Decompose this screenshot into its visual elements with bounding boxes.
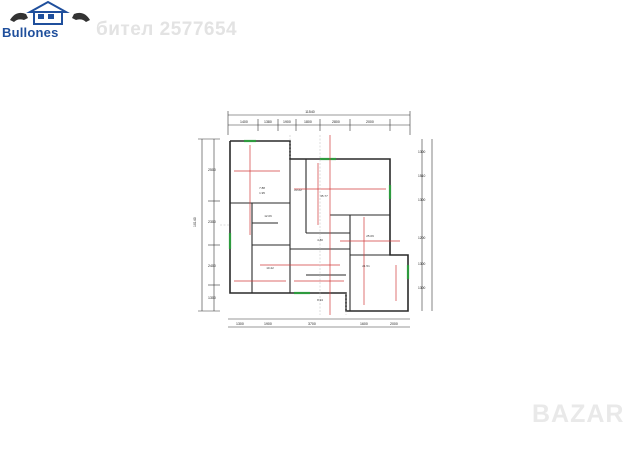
dim-right-4: 1200 [418,236,426,240]
walls-inner [230,159,390,311]
dim-top-2: 1380 [264,120,272,124]
dim-right-5: 1300 [418,262,426,266]
dim-top-1: 1400 [240,120,248,124]
dim-top-6: 2000 [366,120,374,124]
dim-right-6: 1300 [418,286,426,290]
annotations-red [234,135,400,315]
floor-plan-drawing: 11540 1400 1380 1900 1800 2800 2000 1014… [193,110,433,328]
logo-text: Bullones [2,25,59,40]
dim-left-2: 2300 [208,220,216,224]
room-labels: 7.88 1.95 23.22 35.77 12.06 25.09 4.80 1… [259,186,374,302]
room-label-1-sub: 1.95 [259,191,265,195]
dimension-labels-bottom: 1300 1900 3700 1600 2000 [236,322,398,326]
walls-outer [229,140,409,312]
dimension-labels-right: 1300 1510 1300 1200 1300 1300 [418,150,426,290]
dimension-lines-right [421,139,433,311]
dimension-labels-left: 10140 2500 2300 2400 1300 [193,168,216,300]
dimension-labels-top: 11540 1400 1380 1900 1800 2800 2000 [240,110,374,124]
dim-overall-top: 11540 [305,110,315,114]
windows [228,139,410,295]
watermark-stamp: BAZAR [532,400,625,428]
room-label-3: 35.77 [320,194,328,198]
dim-left-3: 2400 [208,264,216,268]
room-label-5: 25.09 [366,234,374,238]
watermark-text: бител 2577654 [96,19,238,40]
room-label-1: 7.88 [259,186,265,190]
room-label-9: 8.94 [317,298,323,302]
dim-overall-left: 10140 [193,217,197,227]
dim-bottom-2: 1900 [264,322,272,326]
room-label-2: 23.22 [294,188,302,192]
dim-top-3: 1900 [283,120,291,124]
room-label-6: 4.80 [317,238,323,242]
room-label-4: 12.06 [264,214,272,218]
dim-top-5: 2800 [332,120,340,124]
dim-bottom-3: 3700 [308,322,316,326]
dim-bottom-1: 1300 [236,322,244,326]
dim-bottom-5: 2000 [390,322,398,326]
floor-plan: 11540 1400 1380 1900 1800 2800 2000 1014… [190,105,440,340]
dimension-lines-bottom [228,318,410,328]
room-label-8: 21.51 [362,264,370,268]
dimension-lines-left [198,138,220,312]
room-label-7: 10.42 [266,266,274,270]
logo-house-icon [10,0,90,25]
dim-right-1: 1300 [418,150,426,154]
logo[interactable]: Bullones [0,0,100,42]
dim-right-2: 1510 [418,174,426,178]
dim-right-3: 1300 [418,198,426,202]
dim-left-4: 1300 [208,296,216,300]
dimension-lines-top [227,111,411,135]
dim-left-1: 2500 [208,168,216,172]
dim-bottom-4: 1600 [360,322,368,326]
hidden-lines [220,135,347,315]
dim-top-4: 1800 [304,120,312,124]
